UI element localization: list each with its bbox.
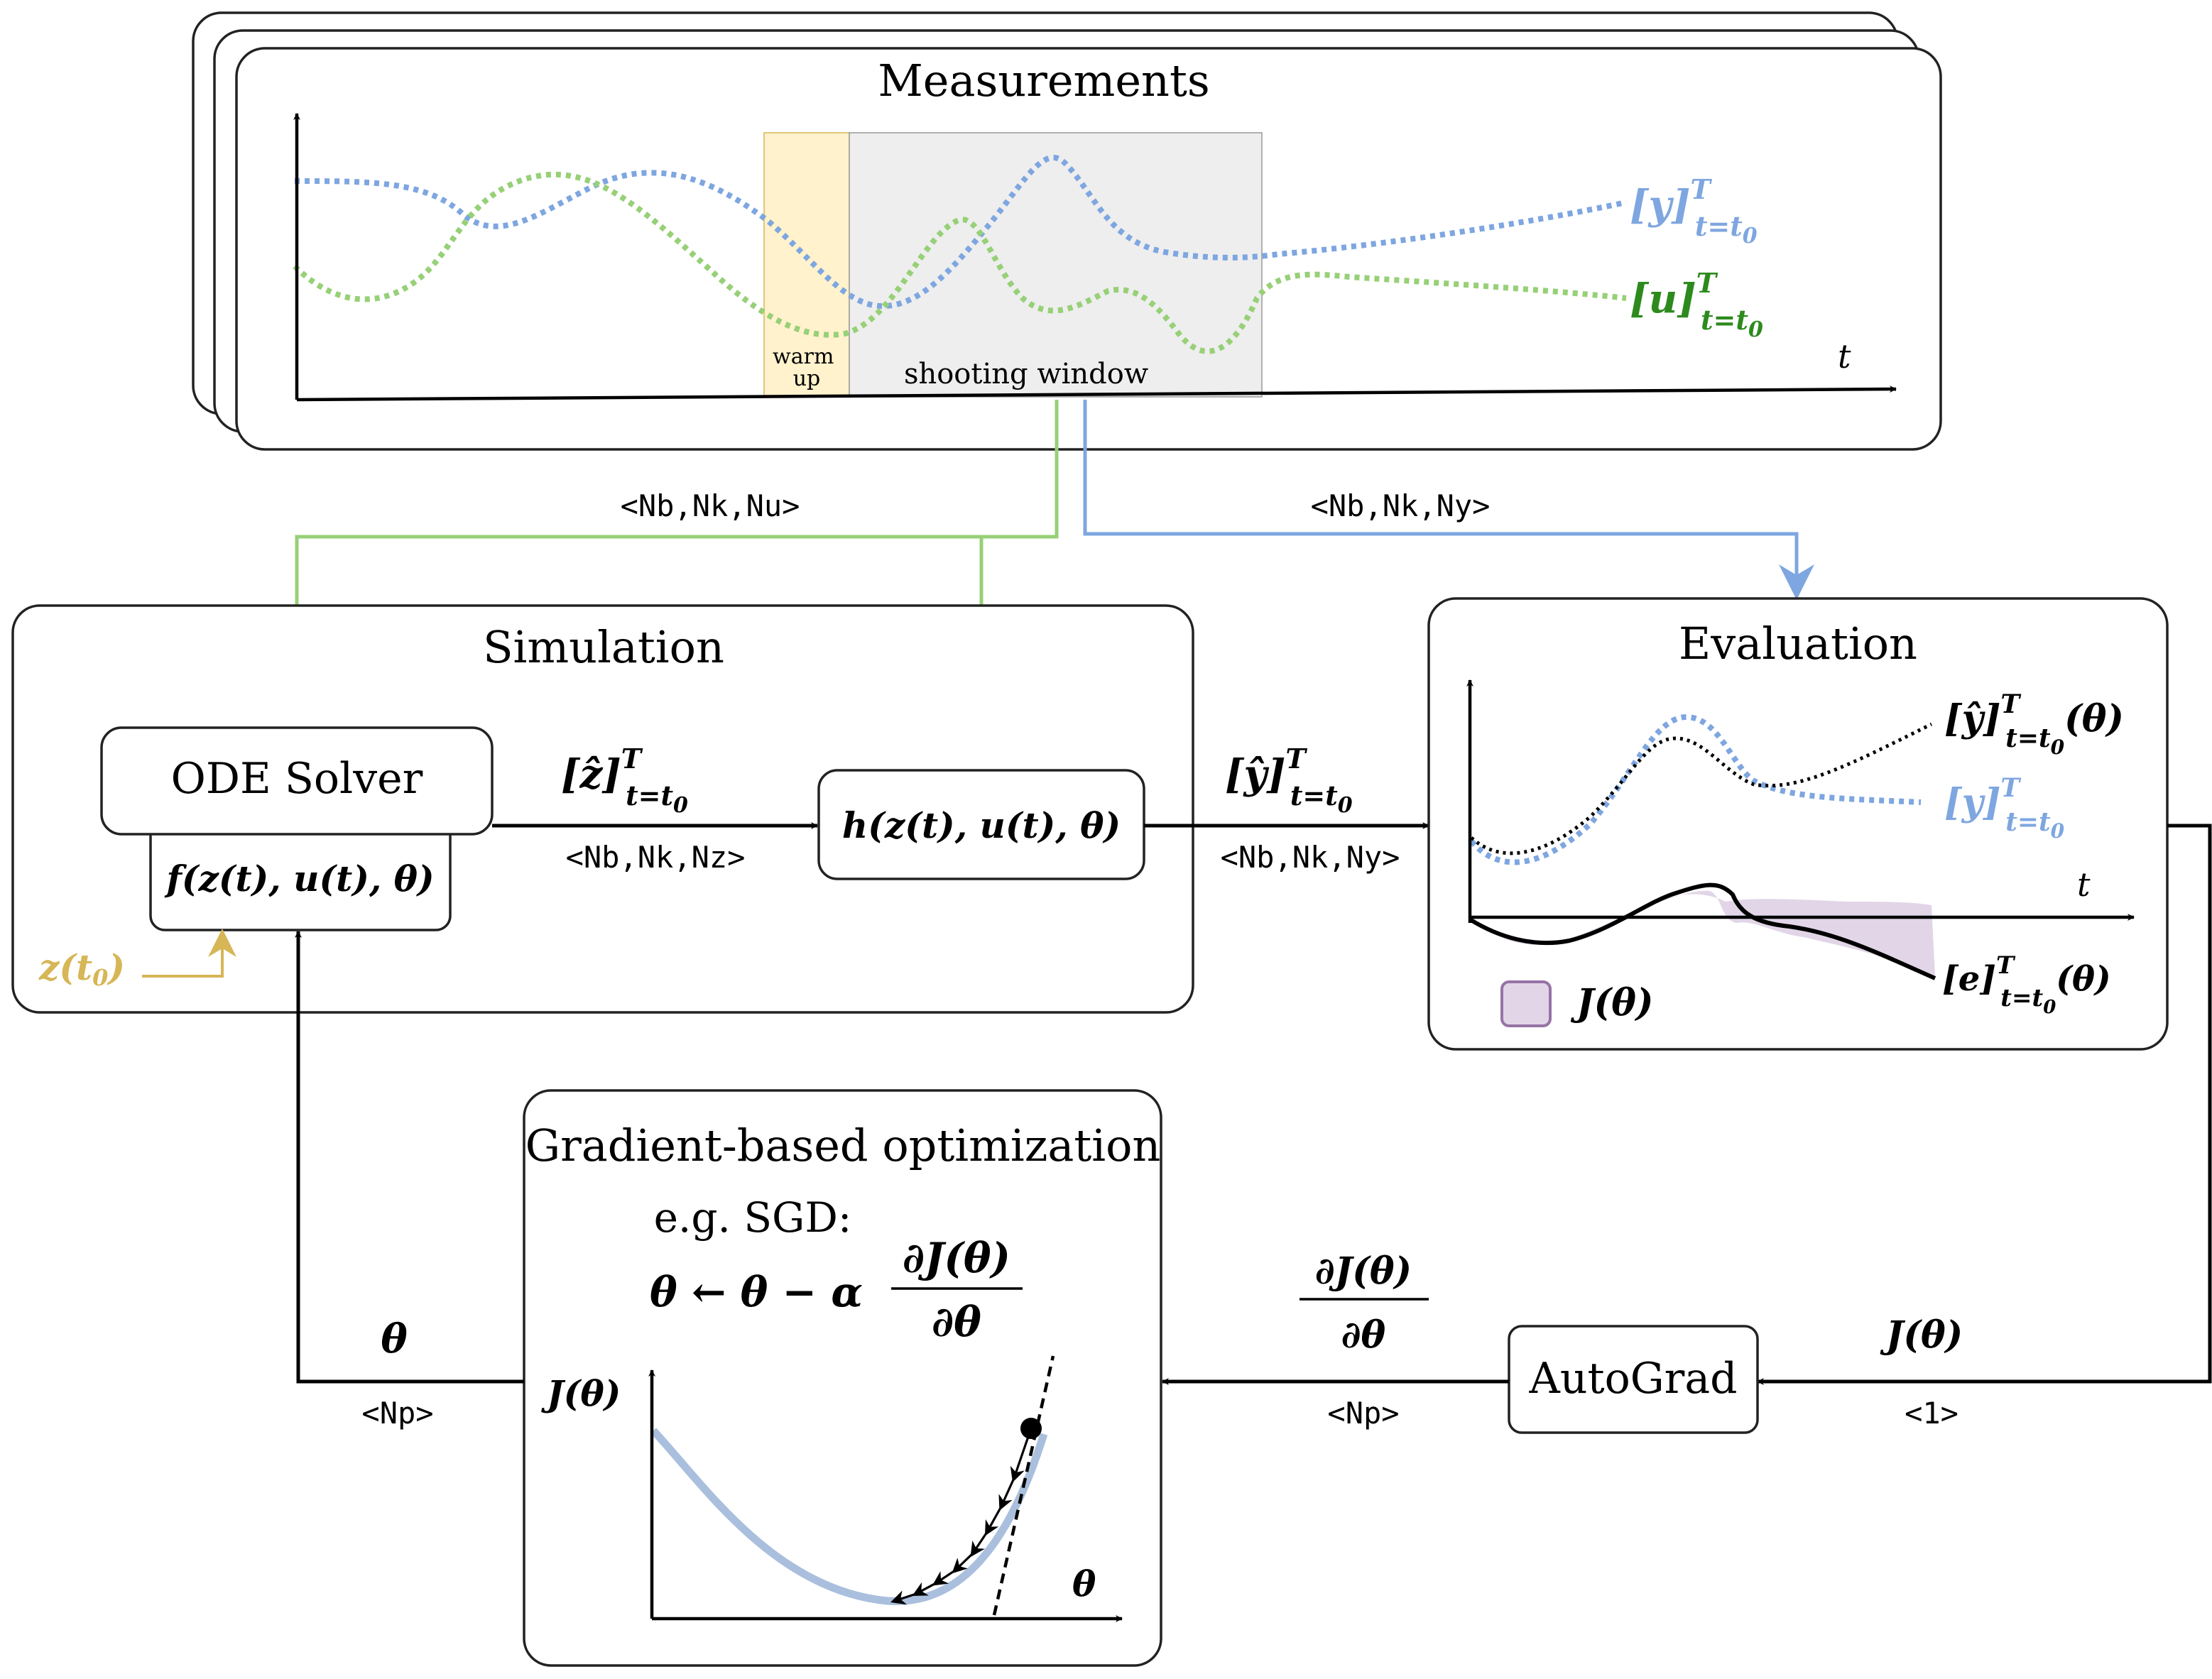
gradient-flow-denominator: ∂θ	[1341, 1313, 1386, 1357]
gradient-dims-label: <Np>	[1327, 1396, 1399, 1431]
loss-curve	[650, 1428, 1048, 1605]
optimization-title: Gradient-based optimization	[525, 1120, 1161, 1171]
f-function-label: f(z(t), u(t), θ)	[164, 858, 434, 899]
z-dims-label: <Nb,Nk,Nz>	[566, 840, 746, 875]
gradient-tangent-line	[992, 1355, 1055, 1616]
warmup-label: warm up	[773, 344, 841, 391]
evaluation-t-label: t	[2077, 865, 2091, 904]
update-rule-numerator: ∂J(θ)	[903, 1234, 1010, 1282]
cost-flow-label: J(θ)	[1880, 1313, 1963, 1357]
eval-y-series	[1469, 713, 1922, 865]
ode-solver-box	[100, 726, 494, 836]
u-dims-label: <Nb,Nk,Nu>	[621, 488, 800, 523]
loss-y-label: J(θ)	[541, 1372, 621, 1414]
optimization-panel	[523, 1089, 1162, 1667]
h-function-label: h(z(t), u(t), θ)	[842, 804, 1121, 846]
cost-legend-swatch	[1500, 980, 1552, 1027]
measured-y-series	[294, 155, 1627, 310]
loss-x-label: θ	[1072, 1563, 1096, 1604]
theta-to-ode-arrow	[295, 931, 524, 1384]
y-dims-label: <Nb,Nk,Ny>	[1311, 488, 1491, 523]
error-series	[1469, 882, 1936, 980]
cost-dims-label: <1>	[1905, 1396, 1958, 1431]
yhat-dims-label: <Nb,Nk,Ny>	[1221, 840, 1400, 875]
z0-arrow	[142, 929, 236, 978]
theta-dims-label: <Np>	[361, 1396, 433, 1431]
y-to-evaluation-arrow	[1083, 400, 1814, 600]
evaluation-title: Evaluation	[1679, 618, 1917, 669]
measurements-title: Measurements	[878, 55, 1209, 106]
current-parameter-point	[1020, 1418, 1042, 1439]
shooting-window-label: shooting window	[904, 358, 1148, 390]
simulation-title: Simulation	[483, 621, 724, 673]
cost-area	[1470, 890, 1935, 976]
z0-label: z(t0)	[38, 946, 125, 991]
cost-to-autograd-arrow	[1757, 824, 2212, 1385]
measured-u-series	[293, 171, 1627, 354]
optimization-subtitle: e.g. SGD:	[654, 1193, 852, 1242]
theta-flow-label: θ	[381, 1316, 408, 1362]
update-rule-lhs: θ ← θ − α	[650, 1268, 863, 1316]
autograd-label: AutoGrad	[1529, 1354, 1738, 1404]
measurements-t-label: t	[1838, 337, 1851, 376]
gradient-flow-numerator: ∂J(θ)	[1315, 1249, 1412, 1293]
autograd-box	[1508, 1325, 1759, 1434]
ode-solver-label: ODE Solver	[171, 754, 423, 804]
cost-legend-label: J(θ)	[1570, 981, 1654, 1024]
update-rule-denominator: ∂θ	[932, 1298, 981, 1346]
measurements-t-axis	[296, 385, 1897, 402]
